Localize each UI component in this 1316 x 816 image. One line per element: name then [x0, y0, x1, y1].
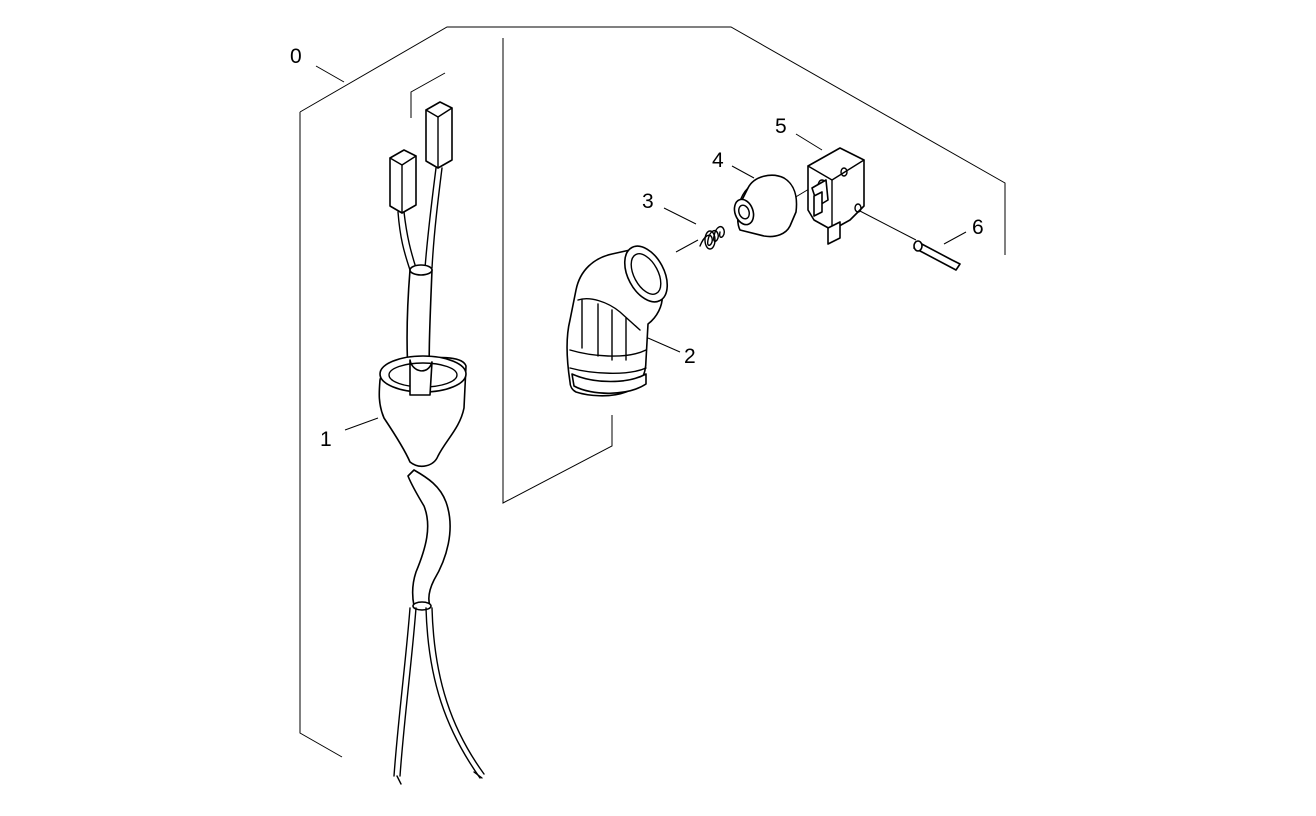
callout-3: 3: [642, 190, 654, 213]
spring: [699, 225, 726, 250]
micro-switch: [807, 147, 865, 245]
callout-0: 0: [290, 45, 302, 68]
cable-harness: [378, 101, 485, 785]
callout-labels: 0 1 2 3 4 5 6: [290, 45, 984, 451]
pin: [913, 240, 961, 271]
elbow-fitting: [566, 245, 669, 397]
callout-5: 5: [775, 115, 787, 138]
terminal-connector-left: [389, 149, 417, 214]
callout-1: 1: [320, 428, 332, 451]
callout-6: 6: [972, 216, 984, 239]
plunger-bushing: [733, 174, 798, 238]
callout-2: 2: [684, 345, 696, 368]
assembly-bracket-lines: [299, 26, 1006, 758]
terminal-connector-right: [425, 101, 453, 169]
callout-4: 4: [712, 149, 724, 172]
